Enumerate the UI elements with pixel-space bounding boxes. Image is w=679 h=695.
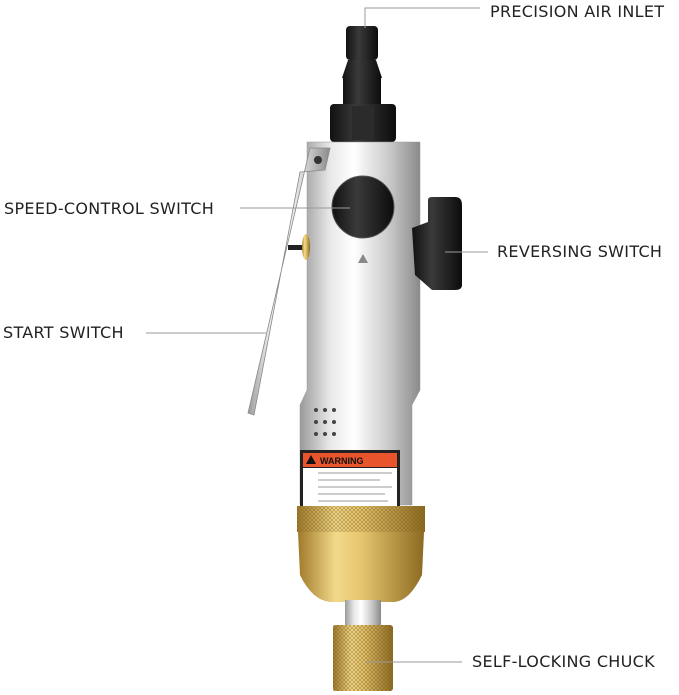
- label-air-inlet: PRECISION AIR INLET: [490, 2, 665, 21]
- label-speed-control-switch: SPEED-CONTROL SWITCH: [4, 199, 215, 218]
- reversing-switch: [412, 197, 462, 290]
- hex-nut: [330, 104, 396, 142]
- label-self-locking-chuck: SELF-LOCKING CHUCK: [472, 652, 655, 671]
- air-inlet-fitting: [342, 26, 382, 106]
- exhaust-holes: [314, 408, 336, 436]
- warning-title: WARNING: [320, 456, 364, 466]
- start-lever: [247, 147, 331, 416]
- warning-triangle-icon: [306, 455, 316, 464]
- tool-body: [299, 141, 421, 506]
- leader-lines: [146, 7, 488, 663]
- label-reversing-switch: REVERSING SWITCH: [497, 242, 663, 261]
- arrow-mark-icon: [358, 254, 368, 263]
- warning-label: [300, 450, 400, 510]
- speed-control-knob: [331, 175, 395, 239]
- label-start-switch: START SWITCH: [3, 323, 124, 342]
- brass-nose: [298, 532, 424, 602]
- spindle: [345, 600, 381, 626]
